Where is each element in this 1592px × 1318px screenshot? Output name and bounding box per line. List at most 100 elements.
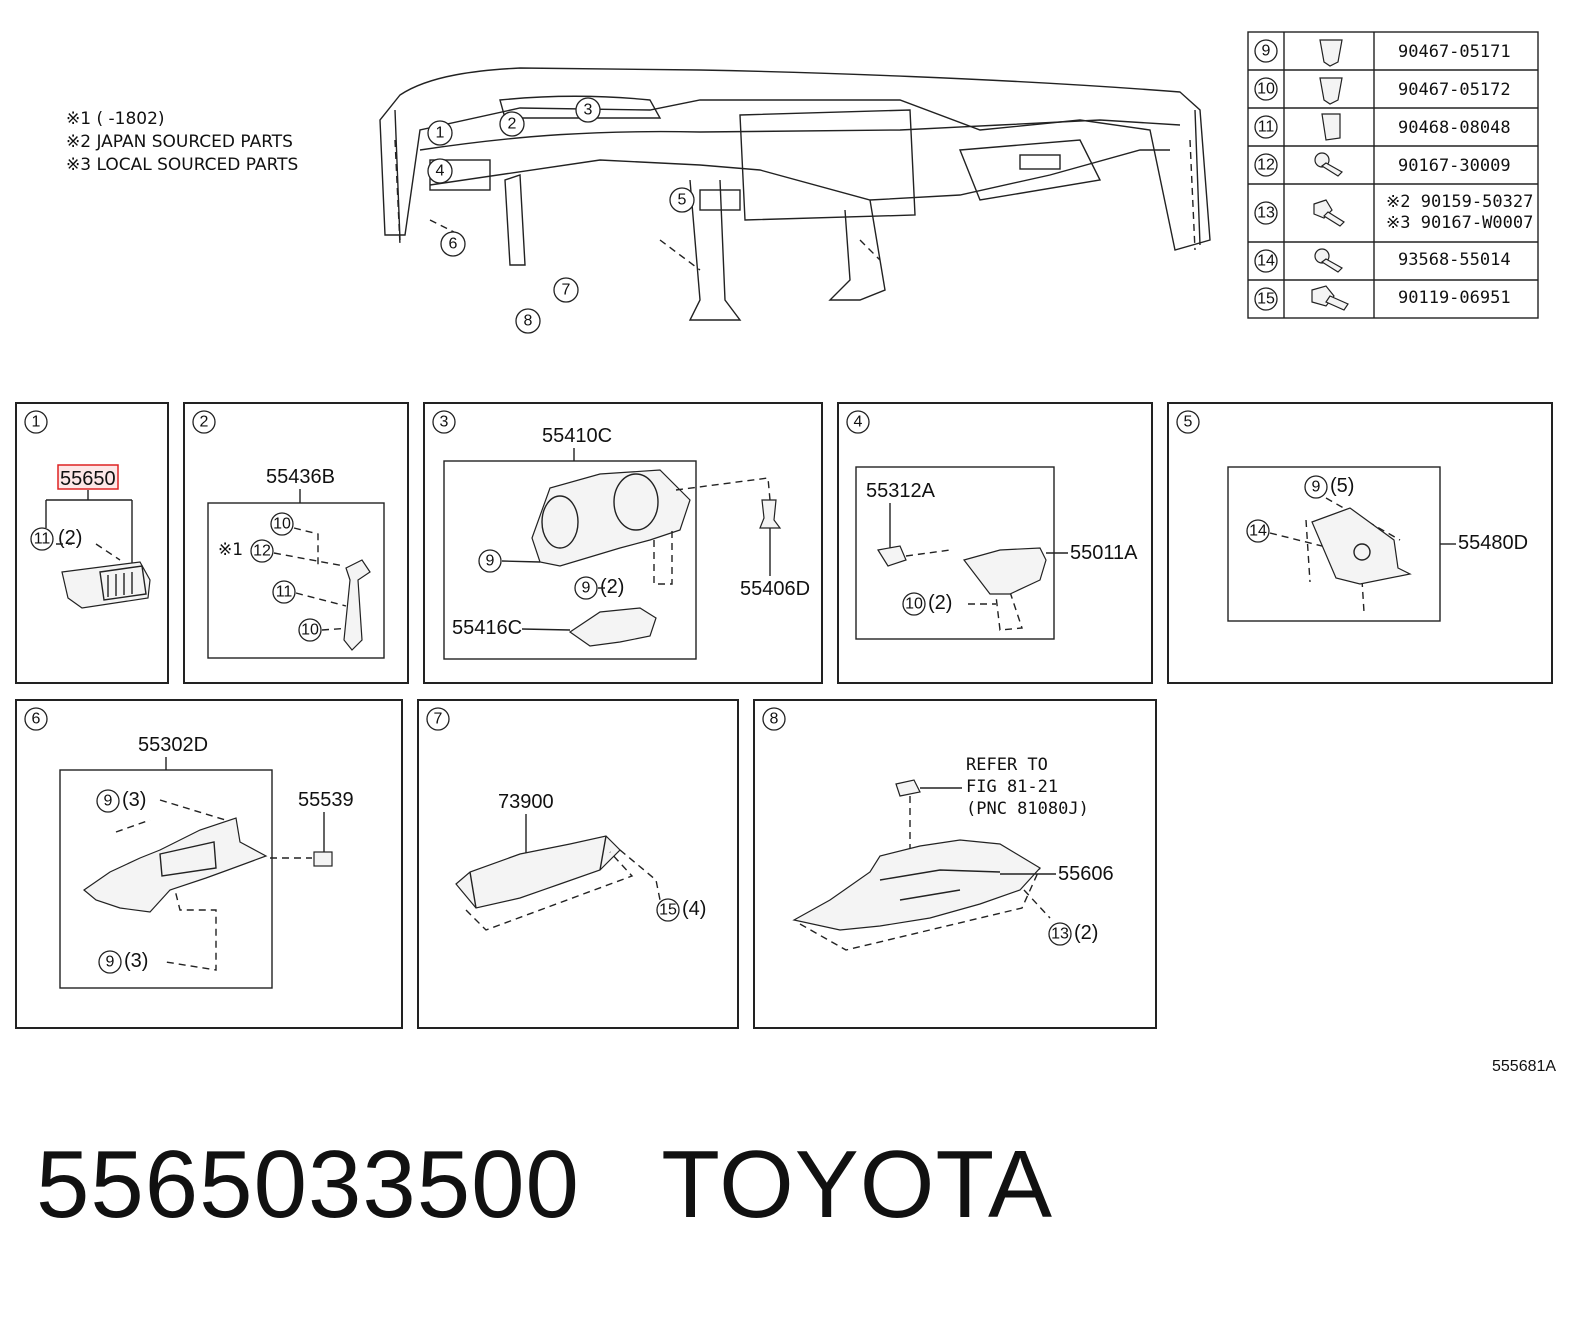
- svg-text:12: 12: [1257, 157, 1275, 174]
- clip-icon: [1321, 113, 1341, 141]
- clip-icon: [1319, 77, 1343, 105]
- lower-cover-part: [568, 607, 657, 647]
- qty: (3): [122, 789, 146, 811]
- note-1: ※1 ( -1802): [66, 109, 165, 129]
- svg-text:9: 9: [104, 793, 113, 810]
- part-label-55416c: 55416C: [452, 617, 522, 639]
- svg-text:9: 9: [106, 954, 115, 971]
- svg-text:10: 10: [1257, 81, 1275, 98]
- svg-text:3: 3: [440, 414, 449, 431]
- svg-text:11: 11: [276, 584, 293, 601]
- svg-text:10: 10: [273, 516, 291, 533]
- refer-line-2: FIG 81-21: [966, 777, 1058, 797]
- overview-callouts: 1 2 3 4 5 6 7 8: [427, 97, 695, 334]
- module-part: [455, 835, 621, 909]
- svg-text:9: 9: [582, 580, 591, 597]
- under-tray-part: [792, 839, 1041, 931]
- table-row: 15 90119-06951: [1254, 285, 1511, 311]
- footer-part-number: 5565033500: [36, 1131, 580, 1238]
- footer-brand: TOYOTA: [661, 1131, 1054, 1238]
- part-number: 90167-30009: [1398, 156, 1511, 176]
- svg-text:15: 15: [1257, 291, 1275, 308]
- svg-text:10: 10: [301, 622, 319, 639]
- diagram-reference-code: 555681A: [1492, 1058, 1557, 1075]
- svg-text:13: 13: [1257, 205, 1275, 222]
- callout-3: 3: [575, 97, 601, 123]
- screw-icon: [1314, 152, 1343, 177]
- svg-text:15: 15: [659, 902, 677, 919]
- panel-4: 4 55312A 55011A 10 (2): [837, 402, 1153, 684]
- air-vent-part: [61, 561, 151, 609]
- part-label-55480d: 55480D: [1458, 532, 1528, 554]
- callout-4: 4: [427, 158, 453, 184]
- svg-text:6: 6: [32, 711, 41, 728]
- qty: (5): [1330, 475, 1354, 497]
- part-number: 90467-05172: [1398, 80, 1511, 100]
- qty: (2): [58, 527, 82, 549]
- under-cover-part: [83, 817, 268, 913]
- svg-text:14: 14: [1249, 523, 1267, 540]
- bracket-part: [343, 559, 371, 651]
- qty: (2): [600, 576, 624, 598]
- callout-7: 7: [553, 277, 579, 303]
- note-3: ※3 LOCAL SOURCED PARTS: [66, 155, 298, 175]
- clip-part: [759, 499, 782, 529]
- panel-3: 3 55410C 9 9 (2) 55406D 55416C: [423, 402, 823, 684]
- svg-text:7: 7: [434, 711, 443, 728]
- note-mark: ※1: [218, 540, 243, 560]
- callout-8: 8: [515, 308, 541, 334]
- panel-2: 2 55436B 10 ※1 12 11 10: [183, 402, 409, 684]
- part-label-55539: 55539: [298, 789, 354, 811]
- part-label-55606: 55606: [1058, 863, 1114, 885]
- panel-8: 8 REFER TO FIG 81-21 (PNC 81080J) 55606 …: [753, 699, 1157, 1029]
- part-number-alt: ※3 90167-W0007: [1386, 213, 1533, 233]
- svg-text:6: 6: [449, 236, 458, 253]
- meter-hood-part: [531, 469, 691, 567]
- panel-5: 5 9 (5) 14 55480D: [1167, 402, 1553, 684]
- part-label-55650[interactable]: 55650: [60, 468, 116, 490]
- part-number: 90119-06951: [1398, 288, 1511, 308]
- table-row: 14 93568-55014: [1254, 248, 1511, 273]
- part-label-55312a: 55312A: [866, 480, 936, 502]
- table-row: 9 90467-05171: [1254, 39, 1511, 67]
- svg-text:4: 4: [854, 414, 863, 431]
- svg-text:9: 9: [486, 553, 495, 570]
- svg-text:9: 9: [1262, 43, 1271, 60]
- svg-text:9: 9: [1312, 479, 1321, 496]
- bolt-icon: [1313, 199, 1345, 227]
- dashboard-overview: [379, 67, 1211, 321]
- note-2: ※2 JAPAN SOURCED PARTS: [66, 132, 293, 152]
- part-label-55302d: 55302D: [138, 734, 208, 756]
- svg-text:14: 14: [1257, 253, 1275, 270]
- notes: ※1 ( -1802) ※2 JAPAN SOURCED PARTS ※3 LO…: [66, 109, 298, 175]
- part-label-73900: 73900: [498, 791, 554, 813]
- svg-text:1: 1: [436, 125, 445, 142]
- table-row: 10 90467-05172: [1254, 77, 1511, 105]
- svg-text:12: 12: [253, 543, 271, 560]
- callout-5: 5: [669, 187, 695, 213]
- table-row: 11 90468-08048: [1254, 113, 1511, 141]
- fastener-table: 9 90467-05171 10 90467-05172 11 90468-08…: [1247, 31, 1539, 319]
- table-row: 13 ※2 90159-50327 ※3 90167-W0007: [1254, 192, 1533, 233]
- qty: (2): [1074, 922, 1098, 944]
- svg-text:11: 11: [1258, 119, 1275, 136]
- clip-icon: [1319, 39, 1343, 67]
- qty: (4): [682, 898, 706, 920]
- svg-text:8: 8: [524, 313, 533, 330]
- table-row: 12 90167-30009: [1254, 152, 1511, 177]
- callout-1: 1: [427, 120, 453, 146]
- bolt-icon: [1311, 285, 1349, 311]
- svg-text:3: 3: [584, 102, 593, 119]
- refer-line-3: (PNC 81080J): [966, 799, 1089, 819]
- panel-1: 1 55650 11 (2): [15, 402, 169, 684]
- refer-line-1: REFER TO: [966, 755, 1048, 775]
- clip-part: [877, 545, 907, 567]
- svg-text:8: 8: [770, 711, 779, 728]
- panel-7: 7 73900 15 (4): [417, 699, 739, 1029]
- qty: (2): [928, 592, 952, 614]
- footer-title: 5565033500 TOYOTA: [36, 1130, 1053, 1240]
- svg-text:11: 11: [34, 531, 51, 548]
- svg-text:10: 10: [905, 596, 923, 613]
- callout-2: 2: [499, 111, 525, 137]
- svg-text:5: 5: [1184, 414, 1193, 431]
